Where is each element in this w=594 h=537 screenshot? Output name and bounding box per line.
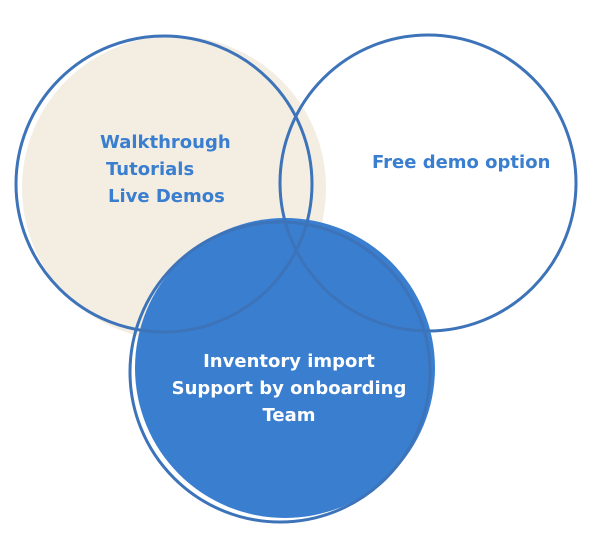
bottom-circle-outline: [128, 220, 432, 524]
right-circle-line-1: Free demo option: [372, 152, 550, 173]
bottom-circle-line-3: Team: [263, 405, 316, 426]
left-circle-line-3: Live Demos: [108, 186, 225, 207]
bottom-circle-line-1: Inventory import: [203, 351, 375, 372]
bottom-circle-line-2: Support by onboarding: [172, 378, 407, 399]
right-circle-outline: [278, 33, 578, 333]
bottom-circle-fill: [135, 218, 435, 518]
left-circle-line-2: Tutorials: [106, 159, 194, 180]
left-circle-line-1: Walkthrough: [100, 132, 231, 153]
left-circle-outline: [14, 34, 314, 334]
